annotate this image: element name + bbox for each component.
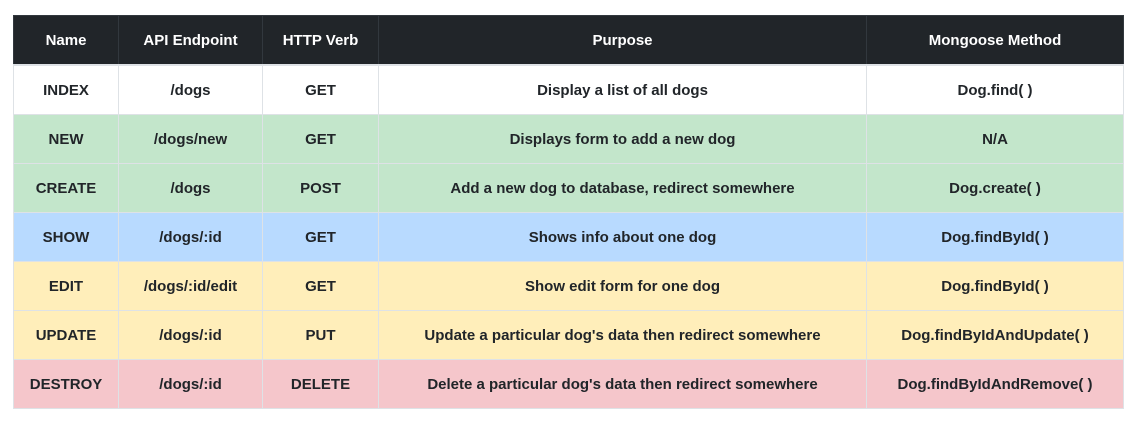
header-name: Name bbox=[13, 15, 119, 66]
cell-method: Dog.findById( ) bbox=[866, 212, 1124, 262]
cell-verb: GET bbox=[262, 114, 379, 164]
cell-endpoint: /dogs bbox=[118, 64, 263, 115]
cell-endpoint: /dogs/:id bbox=[118, 212, 263, 262]
table-row-update: UPDATE /dogs/:id PUT Update a particular… bbox=[13, 310, 1124, 360]
cell-verb: DELETE bbox=[262, 359, 379, 409]
cell-name: UPDATE bbox=[13, 310, 119, 360]
cell-name: SHOW bbox=[13, 212, 119, 262]
restful-routes-table: Name API Endpoint HTTP Verb Purpose Mong… bbox=[13, 15, 1124, 409]
table-row-create: CREATE /dogs POST Add a new dog to datab… bbox=[13, 163, 1124, 213]
header-purpose: Purpose bbox=[378, 15, 867, 66]
cell-method: Dog.findByIdAndRemove( ) bbox=[866, 359, 1124, 409]
cell-purpose: Show edit form for one dog bbox=[378, 261, 867, 311]
cell-method: Dog.findByIdAndUpdate( ) bbox=[866, 310, 1124, 360]
header-http-verb: HTTP Verb bbox=[262, 15, 379, 66]
cell-verb: POST bbox=[262, 163, 379, 213]
header-mongoose-method: Mongoose Method bbox=[866, 15, 1124, 66]
cell-verb: GET bbox=[262, 64, 379, 115]
cell-name: EDIT bbox=[13, 261, 119, 311]
cell-name: CREATE bbox=[13, 163, 119, 213]
header-api-endpoint: API Endpoint bbox=[118, 15, 263, 66]
cell-purpose: Displays form to add a new dog bbox=[378, 114, 867, 164]
cell-purpose: Update a particular dog's data then redi… bbox=[378, 310, 867, 360]
table-body: INDEX /dogs GET Display a list of all do… bbox=[13, 64, 1124, 409]
cell-name: DESTROY bbox=[13, 359, 119, 409]
cell-method: Dog.create( ) bbox=[866, 163, 1124, 213]
cell-purpose: Display a list of all dogs bbox=[378, 64, 867, 115]
cell-name: INDEX bbox=[13, 64, 119, 115]
cell-method: Dog.find( ) bbox=[866, 64, 1124, 115]
cell-endpoint: /dogs/:id/edit bbox=[118, 261, 263, 311]
table-row-show: SHOW /dogs/:id GET Shows info about one … bbox=[13, 212, 1124, 262]
cell-verb: GET bbox=[262, 212, 379, 262]
cell-verb: GET bbox=[262, 261, 379, 311]
table-row-edit: EDIT /dogs/:id/edit GET Show edit form f… bbox=[13, 261, 1124, 311]
cell-purpose: Delete a particular dog's data then redi… bbox=[378, 359, 867, 409]
restful-routes-table-container: Name API Endpoint HTTP Verb Purpose Mong… bbox=[13, 15, 1124, 409]
table-row-destroy: DESTROY /dogs/:id DELETE Delete a partic… bbox=[13, 359, 1124, 409]
cell-endpoint: /dogs bbox=[118, 163, 263, 213]
cell-purpose: Add a new dog to database, redirect some… bbox=[378, 163, 867, 213]
cell-purpose: Shows info about one dog bbox=[378, 212, 867, 262]
cell-verb: PUT bbox=[262, 310, 379, 360]
cell-endpoint: /dogs/:id bbox=[118, 310, 263, 360]
cell-name: NEW bbox=[13, 114, 119, 164]
header-row: Name API Endpoint HTTP Verb Purpose Mong… bbox=[13, 15, 1124, 66]
cell-method: Dog.findById( ) bbox=[866, 261, 1124, 311]
table-header: Name API Endpoint HTTP Verb Purpose Mong… bbox=[13, 15, 1124, 66]
table-row-new: NEW /dogs/new GET Displays form to add a… bbox=[13, 114, 1124, 164]
cell-method: N/A bbox=[866, 114, 1124, 164]
cell-endpoint: /dogs/new bbox=[118, 114, 263, 164]
cell-endpoint: /dogs/:id bbox=[118, 359, 263, 409]
table-row-index: INDEX /dogs GET Display a list of all do… bbox=[13, 64, 1124, 115]
